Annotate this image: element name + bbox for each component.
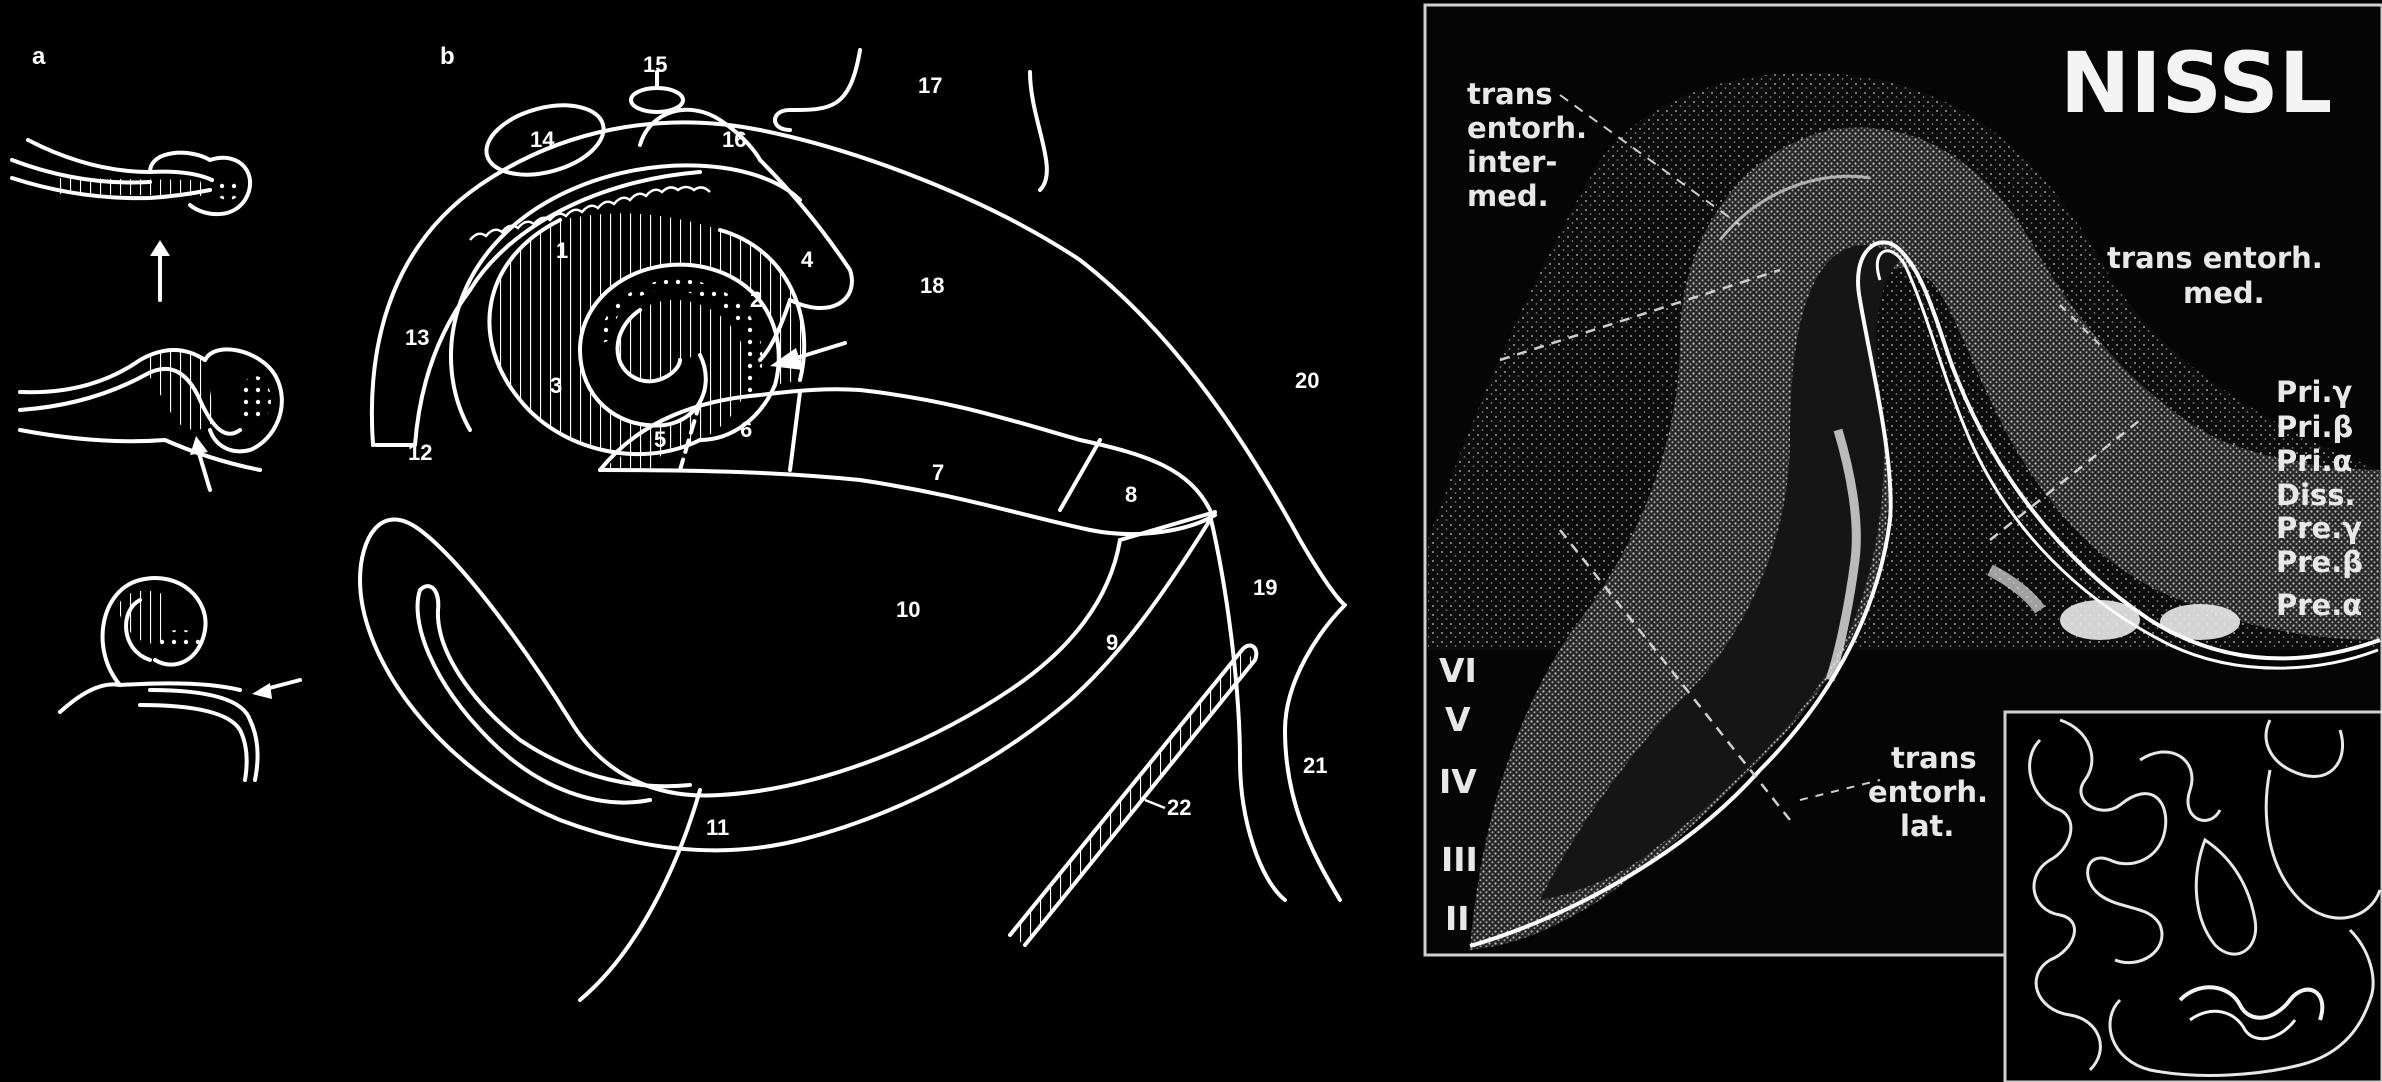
region-label-9: 9	[1106, 630, 1118, 655]
region-label-22: 22	[1167, 795, 1191, 820]
med-line-1: trans entorh.	[2107, 241, 2323, 275]
region-label-12: 12	[408, 440, 432, 465]
region-label-8: 8	[1125, 482, 1137, 507]
region-label-15: 15	[643, 52, 667, 77]
panel-a-stage-1	[12, 140, 250, 300]
region-label-2: 2	[750, 287, 762, 312]
sublayer-pri-alpha: Pri.α	[2276, 444, 2352, 478]
med-line-2: med.	[2183, 276, 2265, 310]
region-label-21: 21	[1303, 753, 1327, 778]
intermed-line-2: entorh.	[1467, 111, 1587, 145]
region-label-16: 16	[722, 127, 746, 152]
panel-b-diagram	[360, 50, 1345, 1000]
panel-a-stage-2	[20, 349, 282, 490]
lat-line-2: entorh.	[1868, 775, 1988, 809]
layer-III: III	[1441, 840, 1478, 879]
sublayer-pri-beta: Pri.β	[2276, 410, 2353, 444]
region-label-10: 10	[896, 597, 920, 622]
region-label-11: 11	[706, 815, 729, 840]
region-label-3: 3	[550, 373, 562, 398]
lat-line-3: lat.	[1900, 809, 1954, 843]
region-label-20: 20	[1295, 368, 1319, 393]
intermed-line-1: trans	[1467, 77, 1553, 111]
region-label-13: 13	[405, 325, 429, 350]
region-label-4: 4	[801, 247, 814, 272]
lat-line-1: trans	[1891, 741, 1977, 775]
region-label-6: 6	[740, 417, 752, 442]
region-label-14: 14	[530, 127, 555, 152]
region-label-17: 17	[918, 73, 942, 98]
region-label-18: 18	[920, 273, 944, 298]
layer-II: II	[1445, 899, 1470, 938]
panel-label-b: b	[440, 43, 455, 70]
region-label-19: 19	[1253, 575, 1277, 600]
sublayer-pri-gamma: Pri.γ	[2276, 375, 2353, 409]
sublayer-pre-beta: Pre.β	[2276, 545, 2363, 579]
intermed-line-4: med.	[1467, 179, 1549, 213]
inset-brain-section	[2005, 712, 2382, 1082]
region-label-7: 7	[932, 460, 944, 485]
layer-VI: VI	[1439, 651, 1477, 690]
layer-IV: IV	[1439, 762, 1477, 801]
panel-label-a: a	[32, 43, 46, 70]
sublayer-pre-gamma: Pre.γ	[2276, 511, 2362, 545]
layer-V: V	[1445, 700, 1471, 739]
region-label-5: 5	[654, 427, 666, 452]
nissl-title: NISSL	[2060, 34, 2332, 132]
sublayer-diss: Diss.	[2276, 478, 2356, 512]
panel-a-stage-3	[60, 578, 300, 780]
sublayer-pre-alpha: Pre.α	[2276, 588, 2362, 622]
region-label-1: 1	[556, 238, 568, 263]
intermed-line-3: inter-	[1467, 145, 1557, 179]
